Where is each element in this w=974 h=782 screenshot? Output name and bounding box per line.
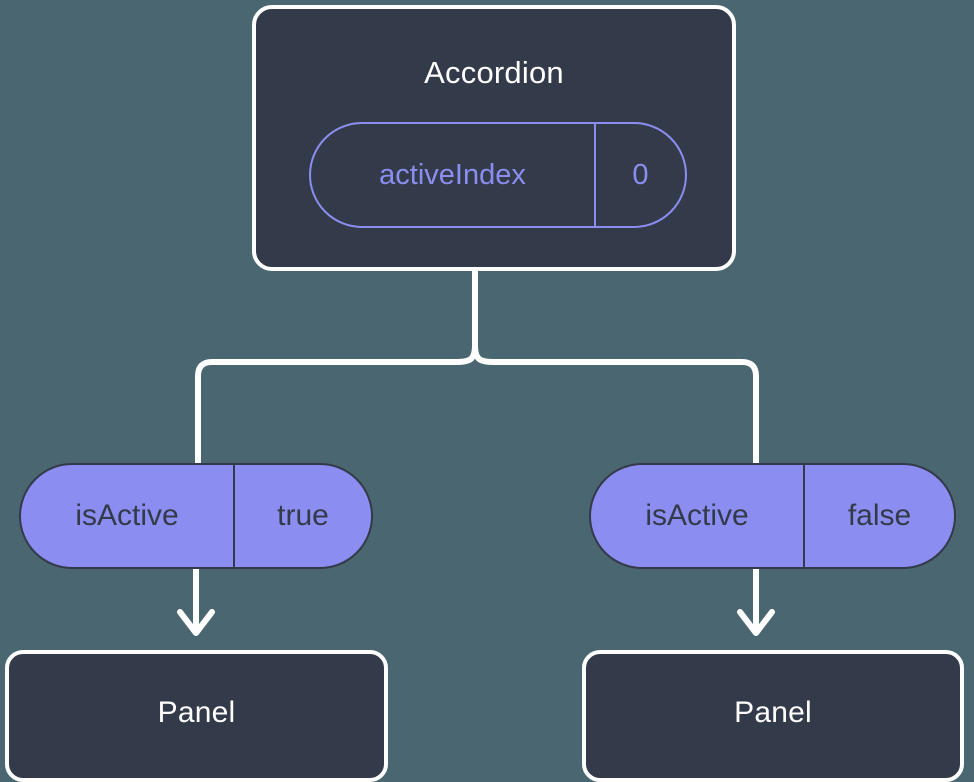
state-badge-active-index[interactable]: activeIndex 0 xyxy=(309,122,687,228)
fork-branch-right xyxy=(472,342,759,468)
prop-badge-key: isActive xyxy=(591,465,805,567)
prop-badge-value: false xyxy=(847,499,912,532)
arrow-head-right-icon xyxy=(737,609,775,636)
node-accordion-label: Accordion xyxy=(424,55,564,90)
node-panel-left[interactable]: Panel xyxy=(5,650,388,782)
prop-badge-value: true xyxy=(277,499,329,532)
node-panel-right[interactable]: Panel xyxy=(582,650,964,782)
prop-badge-is-active-true[interactable]: isActive true xyxy=(19,463,373,569)
node-panel-right-label: Panel xyxy=(734,696,812,729)
fork-branch-left xyxy=(195,342,478,468)
state-badge-value: 0 xyxy=(632,158,649,191)
prop-badge-is-active-false[interactable]: isActive false xyxy=(589,463,956,569)
prop-badge-key: isActive xyxy=(21,465,235,567)
node-accordion[interactable]: Accordion activeIndex 0 xyxy=(252,5,736,271)
arrow-head-left-icon xyxy=(177,609,215,636)
state-badge-key: activeIndex xyxy=(311,124,596,226)
node-panel-left-label: Panel xyxy=(157,696,236,729)
